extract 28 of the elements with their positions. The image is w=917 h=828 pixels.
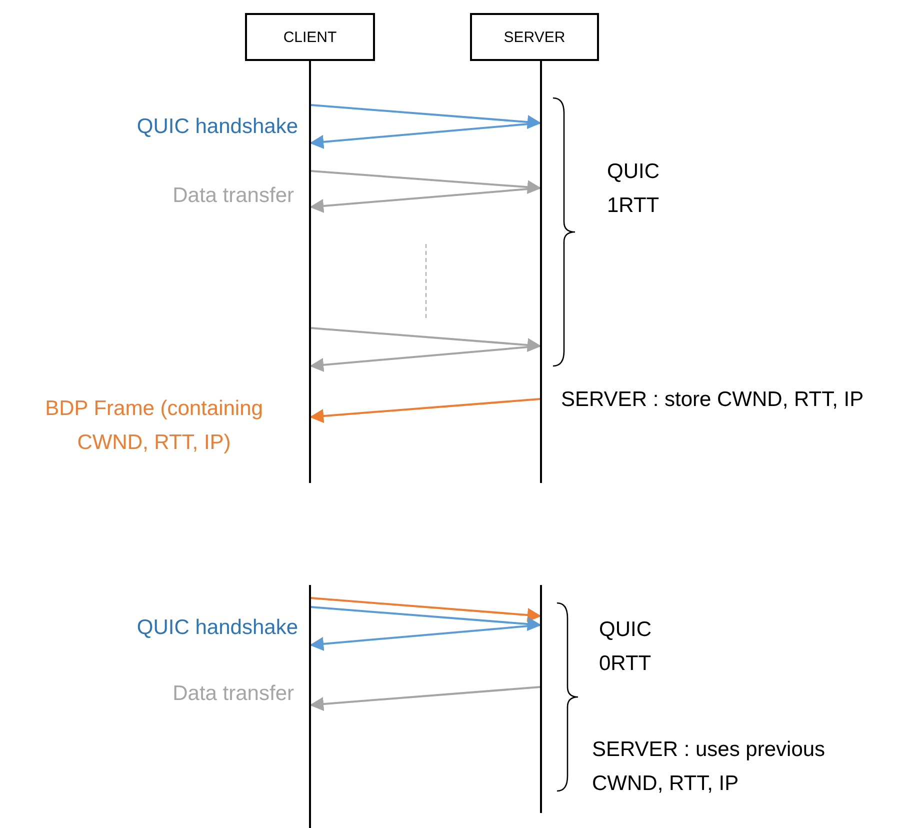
participant-name: CLIENT bbox=[283, 28, 337, 46]
message-arrow bbox=[310, 606, 542, 631]
message-arrow bbox=[310, 686, 540, 711]
message-label: BDP Frame (containing CWND, RTT, IP) bbox=[44, 396, 264, 456]
message-arrow bbox=[310, 170, 542, 194]
bracket-label: QUIC 0RTT bbox=[599, 617, 652, 677]
message-arrow bbox=[310, 624, 540, 651]
note-text: SERVER : uses previous CWND, RTT, IP bbox=[592, 737, 826, 797]
phase-label: Data transfer bbox=[172, 183, 294, 209]
lifeline bbox=[540, 61, 542, 483]
lifeline bbox=[309, 585, 311, 828]
participant-box bbox=[470, 13, 599, 61]
message-arrow bbox=[310, 398, 540, 423]
participant-name: SERVER bbox=[504, 28, 566, 46]
phase-label: Data transfer bbox=[172, 681, 294, 707]
bracket-label: QUIC 1RTT bbox=[607, 159, 660, 219]
message-arrow bbox=[310, 345, 540, 372]
message-arrow bbox=[310, 597, 542, 622]
message-arrow bbox=[310, 104, 542, 129]
message-arrow bbox=[310, 122, 540, 149]
phase-label: QUIC handshake bbox=[136, 615, 298, 641]
note-text: SERVER : store CWND, RTT, IP bbox=[561, 387, 865, 413]
message-arrow bbox=[310, 327, 542, 352]
phase-label: QUIC handshake bbox=[136, 114, 298, 140]
lifeline bbox=[540, 585, 542, 813]
lifeline bbox=[309, 61, 311, 483]
message-arrow bbox=[310, 187, 540, 213]
participant-box bbox=[245, 13, 375, 61]
